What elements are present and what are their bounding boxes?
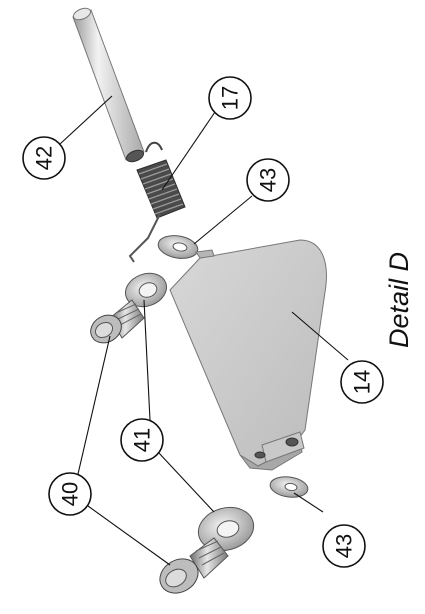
callout-43-upper-label: 43 [256,168,281,192]
callout-42-label: 42 [32,146,57,170]
callout-40-label: 40 [58,482,83,506]
part-40-bolt-lower [159,537,229,594]
callout-42: 42 [22,136,66,180]
callout-43-lower-label: 43 [332,534,357,558]
callout-17-label: 17 [218,86,243,110]
leader-41-b [157,451,215,513]
part-17-spring [128,141,186,263]
leader-lines [59,95,349,566]
leader-17 [161,111,216,191]
leader-41-a [143,299,151,421]
leader-14 [291,311,349,361]
callout-14: 14 [340,360,384,404]
leader-40-a [77,335,111,475]
part-42-rod [72,7,145,163]
part-14-bracket [169,239,327,471]
part-43-washer-upper [157,235,199,259]
callout-43-upper: 43 [246,158,290,202]
leader-43-upper [193,195,253,245]
part-40-bolt-upper [90,299,145,344]
leader-43-lower [293,492,324,513]
callout-14-label: 14 [350,370,375,394]
leader-40-b [87,505,171,566]
callout-41: 41 [120,418,164,462]
callout-17: 17 [208,76,252,120]
callout-41-label: 41 [130,428,155,452]
part-41-washer-upper [125,272,167,308]
callout-40: 40 [48,472,92,516]
part-43-washer-lower [269,476,309,498]
detail-caption: Detail D [384,252,414,348]
leader-42 [59,95,113,145]
callout-43-lower: 43 [322,524,366,568]
